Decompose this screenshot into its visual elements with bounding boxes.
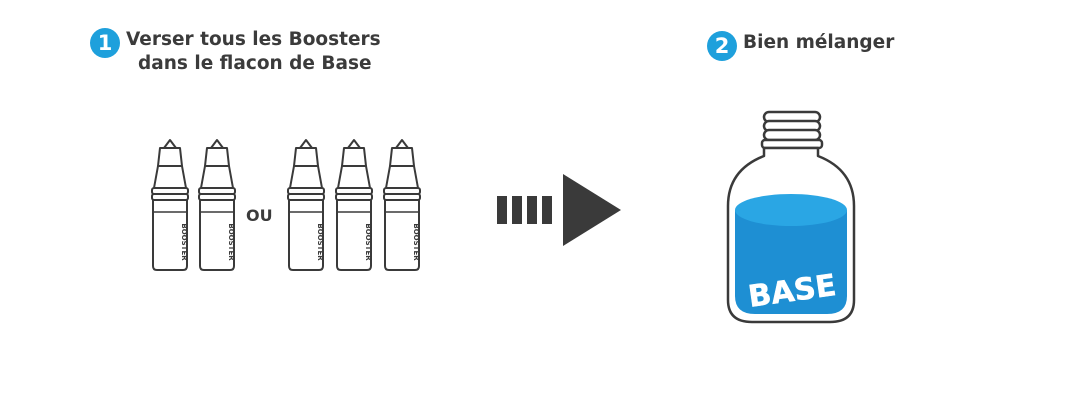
booster-bottle-2: BOOSTER [198, 139, 236, 271]
booster-bottle-3: BOOSTER [287, 139, 325, 271]
booster-label: BOOSTER [180, 223, 188, 261]
booster-label: BOOSTER [412, 223, 420, 261]
step-1-title-line-1: Verser tous les Boosters [126, 29, 381, 50]
booster-label: BOOSTER [316, 223, 324, 261]
step-1-title: Verser tous les Boosters dans le flacon … [126, 28, 381, 76]
base-bottle: BASE [726, 110, 856, 324]
booster-label: BOOSTER [227, 223, 235, 261]
booster-label: BOOSTER [364, 223, 372, 261]
step-1-title-line-2: dans le flacon de Base [138, 53, 372, 74]
step-2-title: Bien mélanger [743, 32, 895, 53]
step-2-number-badge: 2 [707, 31, 737, 61]
booster-bottle-5: BOOSTER [383, 139, 421, 271]
step-2: 2 Bien mélanger [707, 31, 894, 61]
arrow-right-icon [497, 174, 621, 246]
step-1-number-badge: 1 [90, 28, 120, 58]
booster-bottle-4: BOOSTER [335, 139, 373, 271]
step-1: 1 Verser tous les Boosters dans le flaco… [90, 28, 381, 76]
booster-bottle-1: BOOSTER [151, 139, 189, 271]
or-label: OU [246, 206, 273, 225]
